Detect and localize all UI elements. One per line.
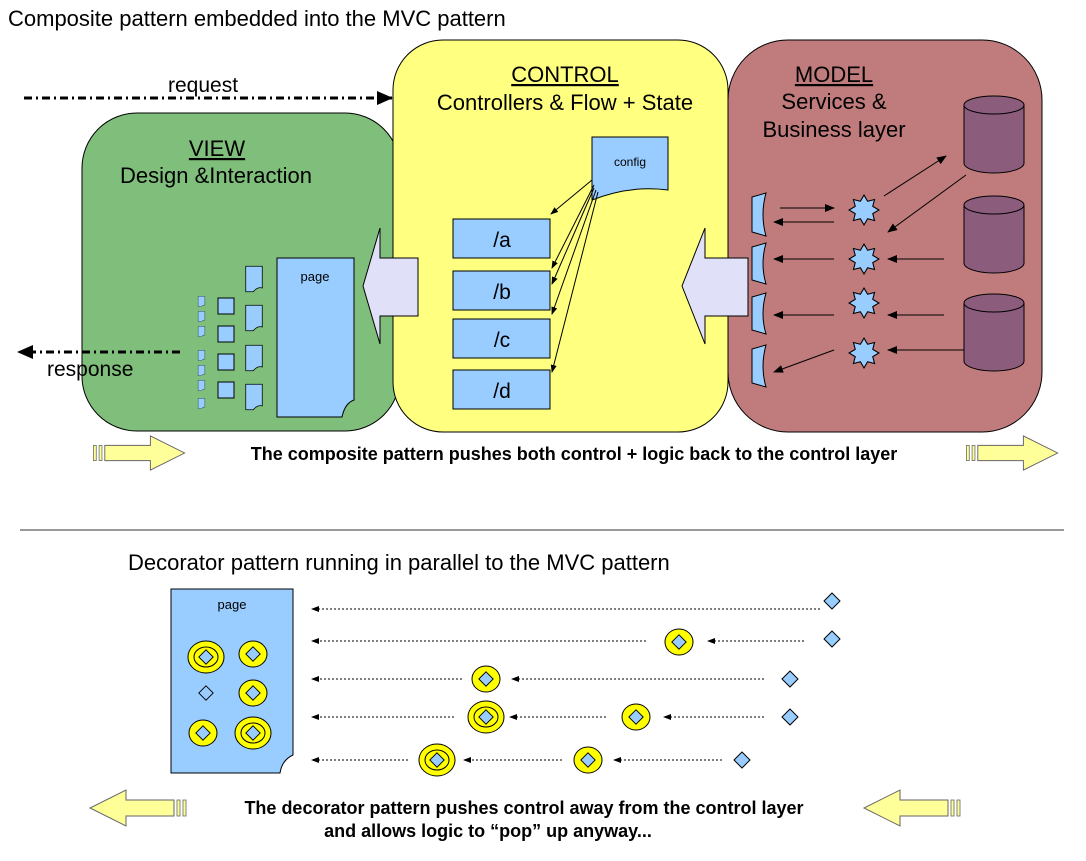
route-label: /b: [493, 281, 511, 304]
route-label: /d: [493, 380, 511, 403]
adapter-icons: [751, 192, 767, 388]
view-page-label: page: [301, 269, 330, 284]
banner-arrow-right-icon: [92, 435, 186, 471]
bottom-banner-line2: and allows logic to “pop” up anyway...: [324, 821, 652, 841]
decorated-page-icon: [170, 588, 294, 774]
control-title: CONTROL: [511, 62, 619, 87]
banner-arrow-left-icon: [863, 789, 961, 827]
model-arrows: [773, 155, 967, 373]
service-icon: [848, 194, 880, 226]
banner-arrow-right-icon: [965, 435, 1059, 471]
route-label: /a: [493, 229, 511, 252]
model-fat-arrow: [681, 227, 749, 345]
bottom-page-label: page: [218, 597, 247, 612]
service-icon: [848, 243, 880, 275]
service-icon: [848, 337, 880, 369]
config-label: config: [614, 155, 646, 169]
top-banner-text: The composite pattern pushes both contro…: [251, 444, 898, 464]
route-label: /c: [494, 329, 510, 352]
flow-components: [418, 592, 841, 777]
view-page-icon: [276, 257, 355, 418]
view-fat-arrow: [362, 227, 419, 345]
config-arrows: [550, 179, 599, 373]
route-a: /a: [452, 218, 551, 259]
route-b: /b: [452, 270, 551, 311]
banner-arrow-left-icon: [89, 789, 187, 827]
bottom-banner-line1: The decorator pattern pushes control awa…: [244, 798, 803, 818]
config-file-icon: [591, 136, 669, 201]
service-icon: [848, 287, 880, 319]
view-subtitle: Design &Interaction: [120, 163, 312, 188]
bottom-title: Decorator pattern running in parallel to…: [128, 550, 670, 575]
database-icon: [963, 95, 1025, 174]
view-title: VIEW: [189, 136, 245, 161]
model-title: MODEL: [795, 62, 873, 87]
database-icon: [963, 293, 1025, 372]
route-d: /d: [452, 369, 551, 410]
request-label: request: [168, 74, 238, 97]
model-subtitle-line2: Business layer: [762, 117, 905, 142]
page-decorated-components: [187, 640, 272, 750]
route-c: /c: [452, 318, 551, 359]
decorator-flows: [311, 606, 820, 763]
view-components: [197, 265, 263, 411]
response-label: response: [47, 358, 133, 381]
control-subtitle: Controllers & Flow + State: [437, 90, 693, 115]
top-title: Composite pattern embedded into the MVC …: [8, 6, 506, 31]
database-icon: [963, 195, 1025, 274]
model-subtitle-line1: Services &: [781, 89, 886, 114]
